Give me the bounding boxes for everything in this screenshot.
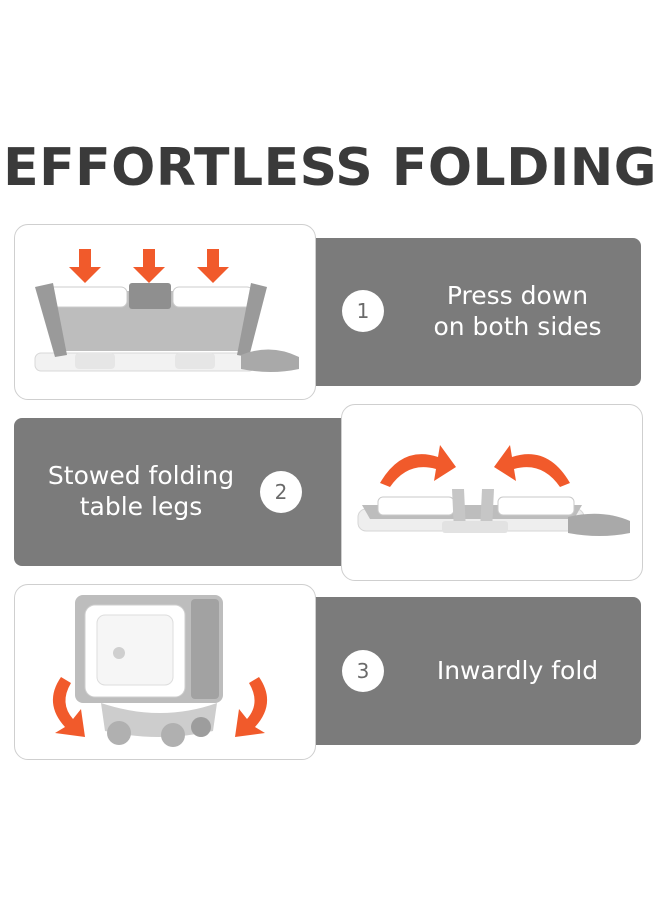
step-2-text: Stowed folding table legs <box>26 460 256 522</box>
step-2-number: 2 <box>260 471 302 513</box>
step-3-number: 3 <box>342 650 384 692</box>
step-3-line-1: Inwardly fold <box>436 656 599 685</box>
step-2-banner: Stowed folding table legs 2 <box>14 418 354 566</box>
curved-arrow-icon <box>380 445 570 487</box>
step-3-text: Inwardly fold <box>400 655 635 686</box>
down-arrow-icon <box>69 249 229 283</box>
step-2-image <box>341 404 643 581</box>
step-1-image <box>14 224 316 400</box>
step-1-text: Press down on both sides <box>400 280 635 342</box>
step-2-line-1: Stowed folding <box>47 461 235 490</box>
step-3-banner: 3 Inwardly fold <box>300 597 641 745</box>
step-1-line-1: Press down <box>446 281 589 310</box>
step-3-image <box>14 584 316 760</box>
curved-arrow-icon <box>52 677 268 737</box>
step-2-line-2: table legs <box>79 492 203 521</box>
step-1-line-2: on both sides <box>433 312 602 341</box>
page-title: EFFORTLESS FOLDING <box>3 138 657 198</box>
step-1-number: 1 <box>342 290 384 332</box>
step-1-banner: 1 Press down on both sides <box>300 238 641 386</box>
